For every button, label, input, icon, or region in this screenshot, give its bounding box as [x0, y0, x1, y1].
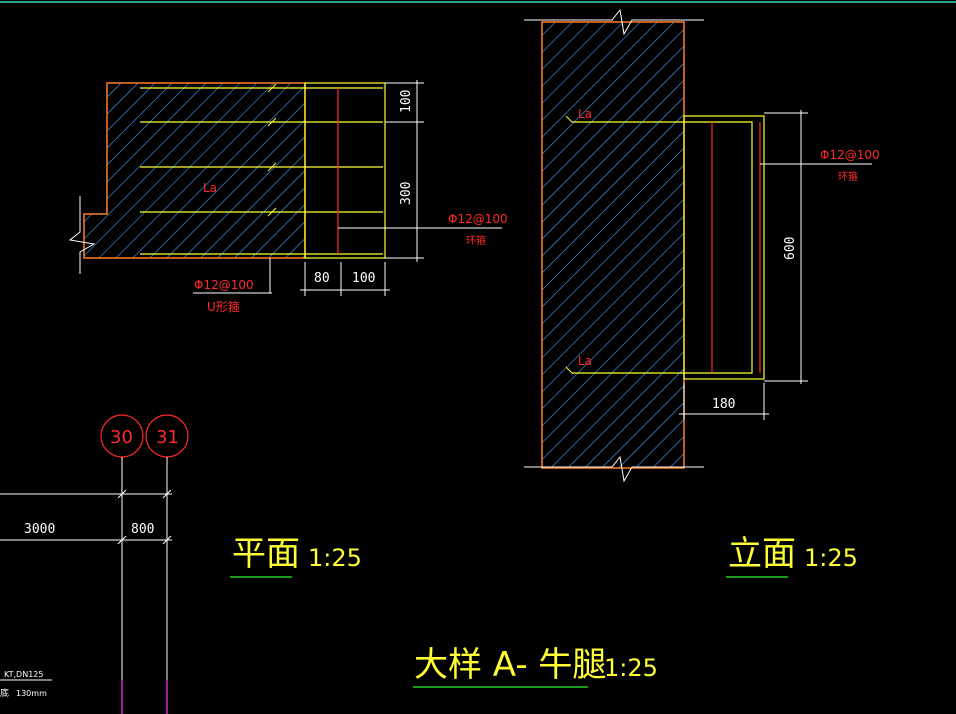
elev-break-bottom — [524, 455, 704, 483]
elev-anchor-label-bottom: La — [578, 354, 592, 368]
plan-dim-100b: 100 — [352, 271, 375, 286]
plan-title: 平面 — [232, 534, 300, 574]
plan-scale: 1:25 — [308, 544, 362, 572]
view-titles: 平面 1:25 立面 1:25 大样 A- 牛腿 1:25 — [230, 534, 858, 688]
plan-break-line — [68, 196, 96, 274]
plan-tick — [267, 207, 277, 217]
elev-dim-600: 600 — [783, 237, 798, 260]
plan-u-stirrup-type: U形箍 — [207, 299, 240, 314]
plan-concrete-section — [83, 82, 306, 259]
grid-axis-30: 30 — [110, 427, 133, 448]
elev-top-bar — [572, 121, 753, 374]
main-title: 大样 A- 牛腿 — [414, 645, 606, 685]
elevation-view: La La 600 180 Φ12@100 环箍 — [524, 8, 880, 483]
elev-bot-bar-hook — [565, 366, 573, 374]
grid-axes: 30 31 3000 800 — [0, 414, 189, 714]
plan-tick — [267, 83, 277, 93]
plan-view: La 100 300 80 100 Φ12@100 环箍 Φ12@100 U形箍 — [68, 80, 508, 314]
grid-span-3000: 3000 — [24, 522, 55, 537]
elev-stirrup-type: 环箍 — [838, 170, 858, 183]
elev-dim-180: 180 — [712, 397, 735, 412]
corner-note-line3: 130mm — [16, 689, 47, 698]
elev-scale: 1:25 — [804, 544, 858, 572]
grid-dim-tick — [117, 535, 127, 545]
plan-dim-80: 80 — [314, 271, 330, 286]
grid-dim-tick — [117, 489, 127, 499]
plan-ring-stirrup-label: Φ12@100 — [448, 212, 508, 226]
elev-top-bar-hook — [565, 115, 573, 123]
grid-span-800: 800 — [131, 522, 154, 537]
grid-axis-31: 31 — [156, 427, 179, 448]
plan-ring-stirrup-type: 环箍 — [466, 234, 486, 247]
elev-break-top — [524, 8, 704, 36]
plan-tick — [267, 117, 277, 127]
plan-dim-100: 100 — [399, 90, 414, 113]
corner-note-line2: 底 — [0, 687, 9, 699]
plan-anchor-label: La — [203, 181, 217, 195]
grid-dim-tick — [162, 489, 172, 499]
plan-tick — [267, 162, 277, 172]
plan-corbel-outline — [304, 82, 386, 259]
elev-column — [541, 21, 685, 469]
grid-dim-tick — [162, 535, 172, 545]
elev-stirrup-label: Φ12@100 — [820, 148, 880, 162]
corner-note-line1: KT,DN125 — [4, 670, 43, 679]
elev-corbel-outline — [683, 115, 765, 380]
elev-anchor-label-top: La — [578, 107, 592, 121]
corner-note: KT,DN125 底 130mm — [0, 670, 52, 699]
plan-u-stirrup-label: Φ12@100 — [194, 278, 254, 292]
main-scale: 1:25 — [604, 654, 658, 682]
plan-dim-300: 300 — [399, 182, 414, 205]
elev-title: 立面 — [728, 534, 796, 574]
